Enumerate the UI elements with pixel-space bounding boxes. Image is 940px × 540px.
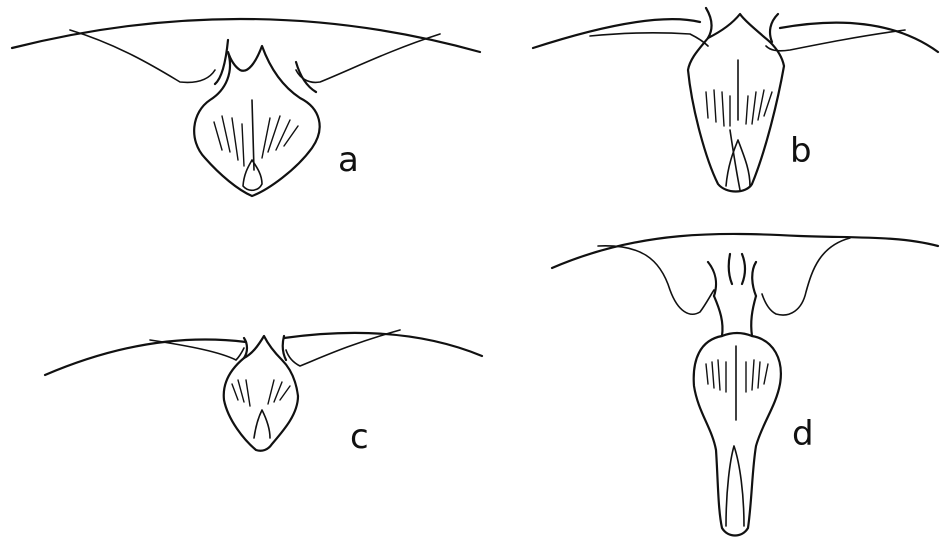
margin-curve-a xyxy=(12,19,480,52)
bulb-a xyxy=(243,160,262,190)
panel-label-a: a xyxy=(338,143,359,177)
wing-left-b xyxy=(590,33,708,46)
bulb-c xyxy=(254,410,270,438)
margin-curve-c xyxy=(45,333,482,375)
drawing-a xyxy=(12,19,480,196)
wing-left-c xyxy=(150,340,244,360)
head-a xyxy=(194,46,319,196)
wing-left-a xyxy=(70,30,215,82)
bulb-d xyxy=(726,446,744,526)
wing-right-a xyxy=(296,34,440,82)
midline-b xyxy=(730,60,740,190)
panel-label-c: c xyxy=(350,420,369,454)
hatching-b xyxy=(706,90,772,126)
neck-d xyxy=(714,296,756,336)
drawing-d xyxy=(552,234,938,536)
hatching-a xyxy=(214,116,298,166)
drawing-c xyxy=(45,330,482,451)
wing-right-d xyxy=(762,238,850,315)
panel-label-d: d xyxy=(792,417,814,451)
horns-b xyxy=(706,8,778,42)
drawing-b xyxy=(533,8,938,192)
panel-label-b: b xyxy=(790,134,812,168)
hatching-c xyxy=(232,380,290,406)
horns-d xyxy=(708,254,756,296)
hatching-d xyxy=(706,360,768,392)
wing-left-d xyxy=(598,246,714,314)
wing-right-b xyxy=(766,30,905,51)
